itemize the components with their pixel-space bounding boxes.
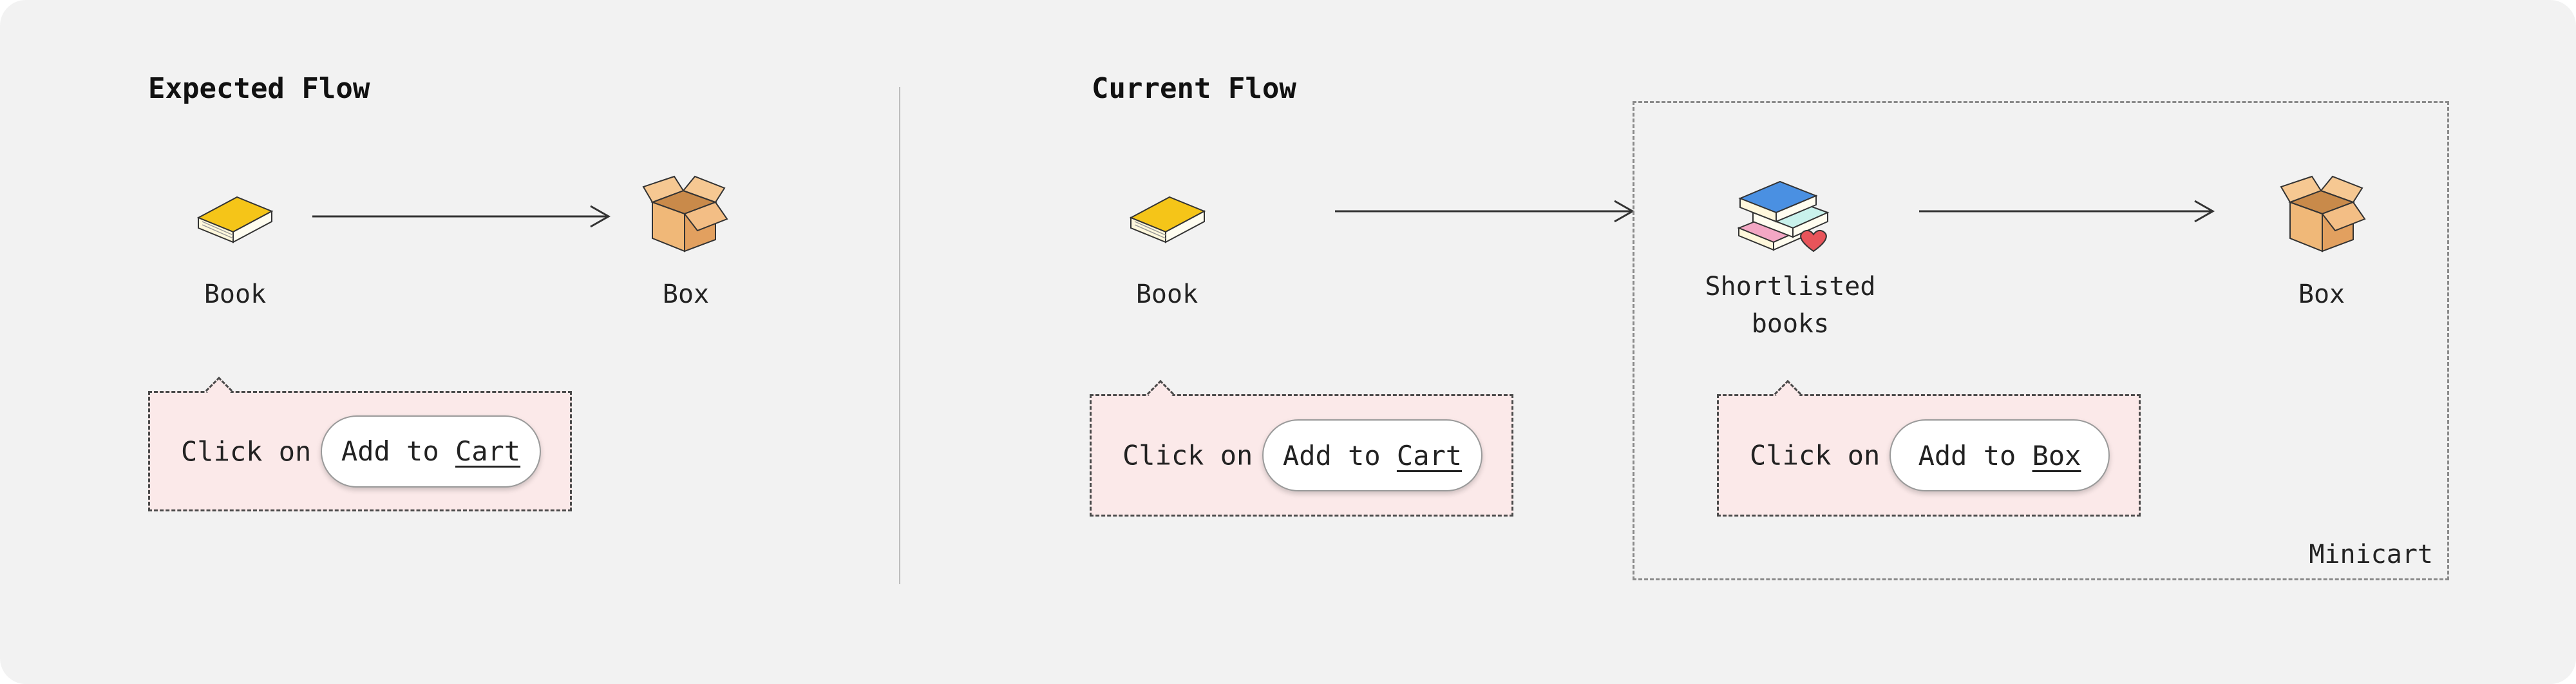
- book-icon: [196, 196, 274, 243]
- node-label-box: Box: [2298, 280, 2345, 309]
- instruction-callout: Click on Add to Box: [1717, 379, 2141, 517]
- node-label-line: books: [1751, 309, 1830, 339]
- section-divider: [899, 87, 900, 584]
- book-icon: [1129, 196, 1206, 243]
- box-icon: [2280, 175, 2366, 252]
- button-target-text: Cart: [455, 435, 521, 467]
- flow-arrow: [1335, 200, 1635, 223]
- instruction-callout: Click on Add to Cart: [148, 376, 572, 511]
- callout-instruction-text: Click on: [181, 435, 312, 467]
- callout-instruction-text: Click on: [1750, 439, 1880, 471]
- button-target-text: Box: [2032, 439, 2081, 471]
- expected-flow-title: Expected Flow: [148, 72, 370, 105]
- minicart-label: Minicart: [2309, 540, 2433, 569]
- button-prefix-text: Add to: [1282, 439, 1381, 471]
- minicart-group: Minicart: [1633, 101, 2449, 580]
- button-prefix-text: Add to: [341, 435, 439, 467]
- add-to-box-button[interactable]: Add to Box: [1889, 419, 2110, 491]
- button-target-text: Cart: [1396, 439, 1463, 471]
- flow-arrow: [312, 205, 611, 228]
- node-label-line: Shortlisted: [1705, 272, 1876, 301]
- node-label-shortlisted-books: Shortlisted books: [1687, 268, 1893, 343]
- flow-arrow: [1919, 200, 2215, 223]
- node-label-book: Book: [204, 280, 267, 309]
- book-stack-icon: [1737, 180, 1830, 252]
- node-label-book: Book: [1135, 280, 1198, 309]
- add-to-cart-button[interactable]: Add to Cart: [321, 415, 541, 488]
- current-flow-title: Current Flow: [1092, 72, 1296, 105]
- box-icon: [642, 175, 728, 252]
- button-prefix-text: Add to: [1918, 439, 2016, 471]
- add-to-cart-button[interactable]: Add to Cart: [1262, 419, 1482, 491]
- instruction-callout: Click on Add to Cart: [1090, 379, 1513, 517]
- callout-instruction-text: Click on: [1122, 439, 1253, 471]
- node-label-box: Box: [662, 280, 710, 309]
